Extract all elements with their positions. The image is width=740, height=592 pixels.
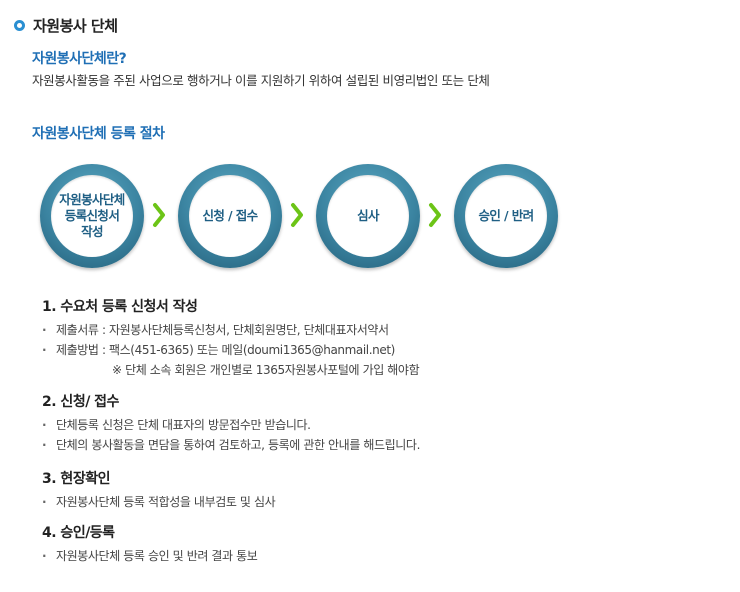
section-title: 2. 신청/ 접수 <box>42 394 119 410</box>
procedure-heading: 자원봉사단체 등록 절차 <box>32 126 165 142</box>
registration-steps: 자원봉사단체 등록신청서 작성 신청 / 접수 심사 승인 / 반려 <box>40 164 570 270</box>
step-label-2: 신청 / 접수 <box>202 208 258 223</box>
step-circle-1: 자원봉사단체 등록신청서 작성 <box>40 164 144 268</box>
chevron-right-icon <box>428 202 442 228</box>
section-site-check: 3. 현장확인 자원봉사단체 등록 적합성을 내부검토 및 심사 <box>42 468 276 512</box>
section-note: ※ 단체 소속 회원은 개인별로 1365자원봉사포털에 가입 해야함 <box>112 363 420 377</box>
step-label-1: 자원봉사단체 등록신청서 작성 <box>59 192 125 239</box>
definition-text: 자원봉사활동을 주된 사업으로 행하거나 이를 지원하기 위하여 설립된 비영리… <box>32 73 490 88</box>
section-title: 4. 승인/등록 <box>42 525 115 541</box>
list-item: 단체등록 신청은 단체 대표자의 방문접수만 받습니다. <box>42 415 420 435</box>
step-circle-4: 승인 / 반려 <box>454 164 558 268</box>
page-title-text: 자원봉사 단체 <box>33 17 118 35</box>
list-item: 제출서류 : 자원봉사단체등록신청서, 단체회원명단, 단체대표자서약서 <box>42 320 419 340</box>
chevron-right-icon <box>290 202 304 228</box>
section-title: 3. 현장확인 <box>42 471 110 487</box>
list-item: 자원봉사단체 등록 적합성을 내부검토 및 심사 <box>42 492 276 512</box>
circle-bullet-icon <box>14 20 25 31</box>
section-title: 1. 수요처 등록 신청서 작성 <box>42 299 198 315</box>
chevron-right-icon <box>152 202 166 228</box>
list-item: 자원봉사단체 등록 승인 및 반려 결과 통보 <box>42 546 258 566</box>
section-application: 1. 수요처 등록 신청서 작성 제출서류 : 자원봉사단체등록신청서, 단체회… <box>42 296 420 380</box>
list-item: 단체의 봉사활동을 면담을 통하여 검토하고, 등록에 관한 안내를 해드립니다… <box>42 435 420 455</box>
step-label-3: 심사 <box>357 208 379 223</box>
definition-heading: 자원봉사단체란? <box>32 51 127 67</box>
step-label-4: 승인 / 반려 <box>478 208 534 223</box>
section-receipt: 2. 신청/ 접수 단체등록 신청은 단체 대표자의 방문접수만 받습니다. 단… <box>42 391 420 455</box>
list-item: 제출방법 : 팩스(451-6365) 또는 메일(doumi1365@hanm… <box>42 340 419 360</box>
step-circle-3: 심사 <box>316 164 420 268</box>
page-title: 자원봉사 단체 <box>14 15 118 36</box>
section-approval: 4. 승인/등록 자원봉사단체 등록 승인 및 반려 결과 통보 <box>42 522 258 566</box>
step-circle-2: 신청 / 접수 <box>178 164 282 268</box>
